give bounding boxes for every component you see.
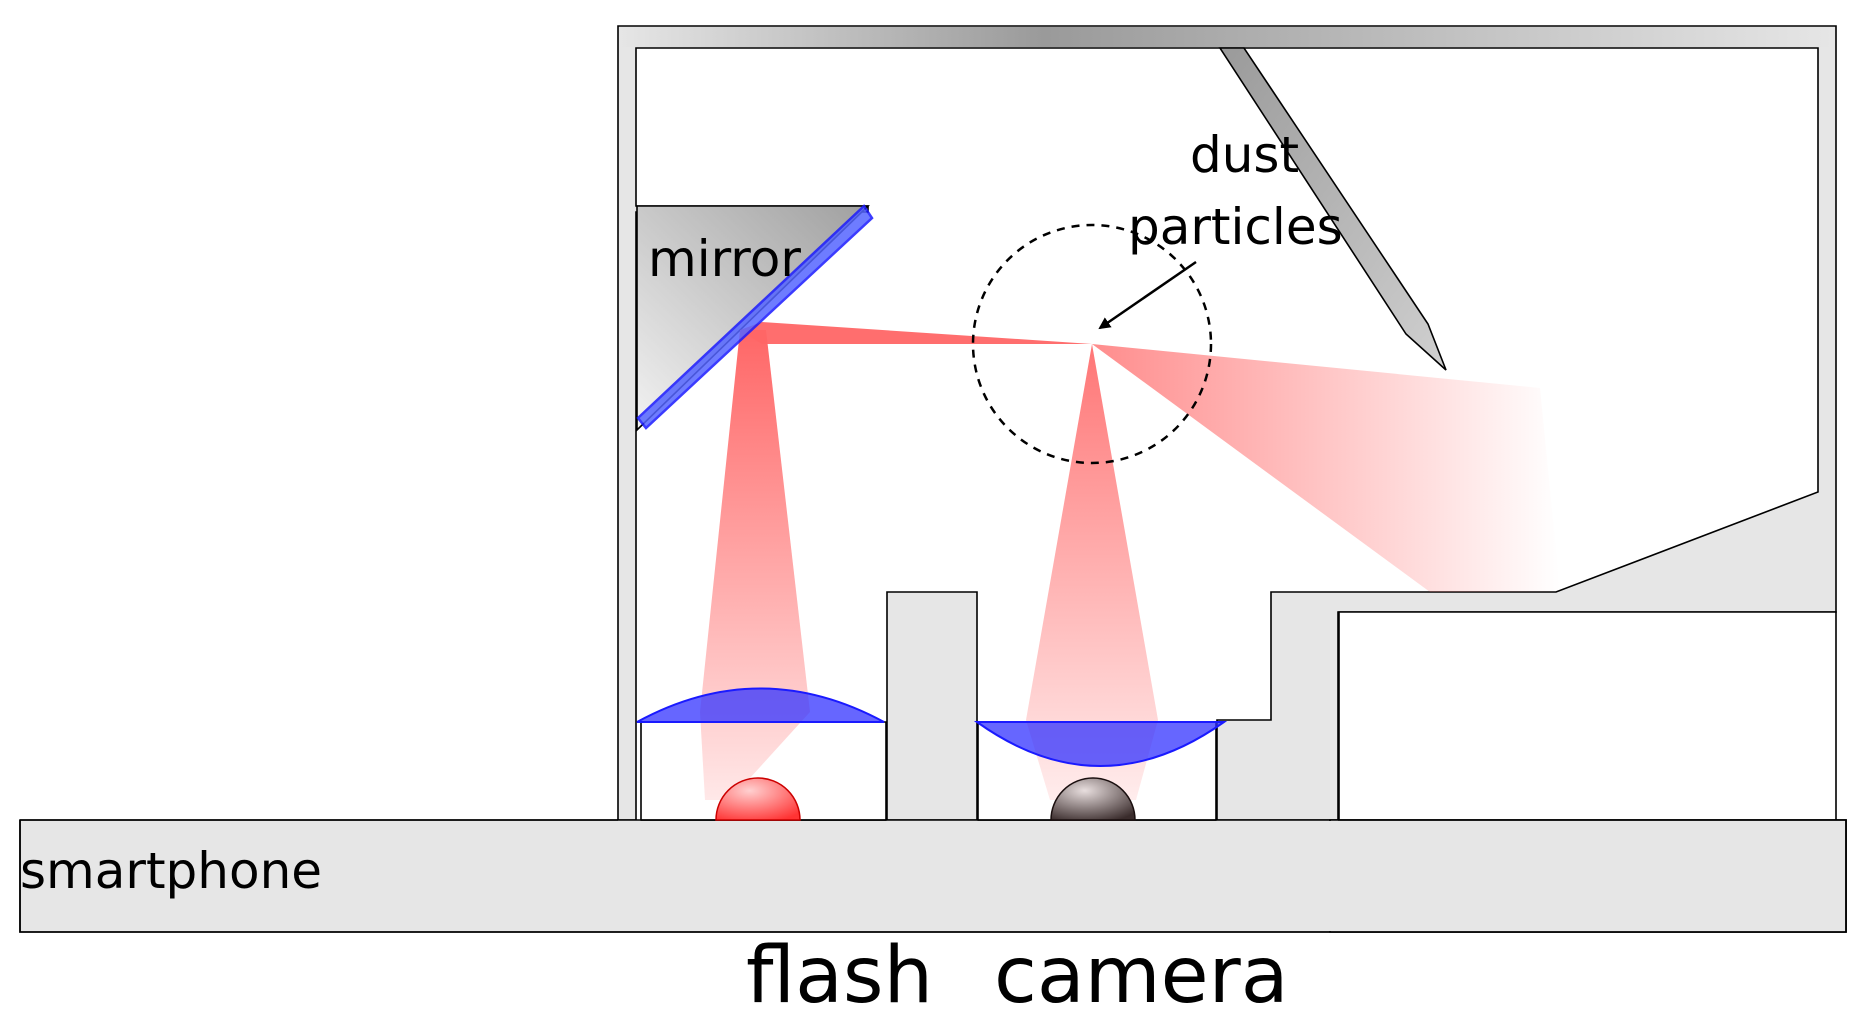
housing-top-shade bbox=[619, 27, 1835, 47]
right-cavity bbox=[1338, 611, 1837, 821]
dust-label-line2: particles bbox=[1128, 198, 1343, 256]
baffle-icon bbox=[1218, 47, 1447, 371]
mirror-label: mirror bbox=[648, 230, 801, 288]
flash-lens-icon bbox=[636, 687, 885, 723]
camera-beam bbox=[1026, 344, 1158, 800]
camera-sensor-icon bbox=[1050, 777, 1136, 821]
camera-lens-icon bbox=[973, 721, 1228, 767]
divider-column bbox=[886, 591, 978, 821]
dust-pointer-arrow bbox=[1098, 260, 1197, 330]
flash-led-icon bbox=[715, 777, 801, 821]
scatter-region-icon bbox=[971, 223, 1213, 465]
camera-label: camera bbox=[994, 931, 1289, 1021]
dust-label-line1: dust bbox=[1190, 126, 1299, 184]
flash-label: flash bbox=[746, 931, 933, 1021]
scatter-beam-out bbox=[1092, 344, 1560, 592]
flash-beam-horizontal bbox=[740, 322, 1092, 344]
smartphone-body-fill bbox=[21, 821, 1845, 931]
mirror-icon bbox=[636, 204, 874, 430]
flash-beam-up bbox=[700, 330, 810, 800]
smartphone-label: smartphone bbox=[20, 842, 322, 900]
